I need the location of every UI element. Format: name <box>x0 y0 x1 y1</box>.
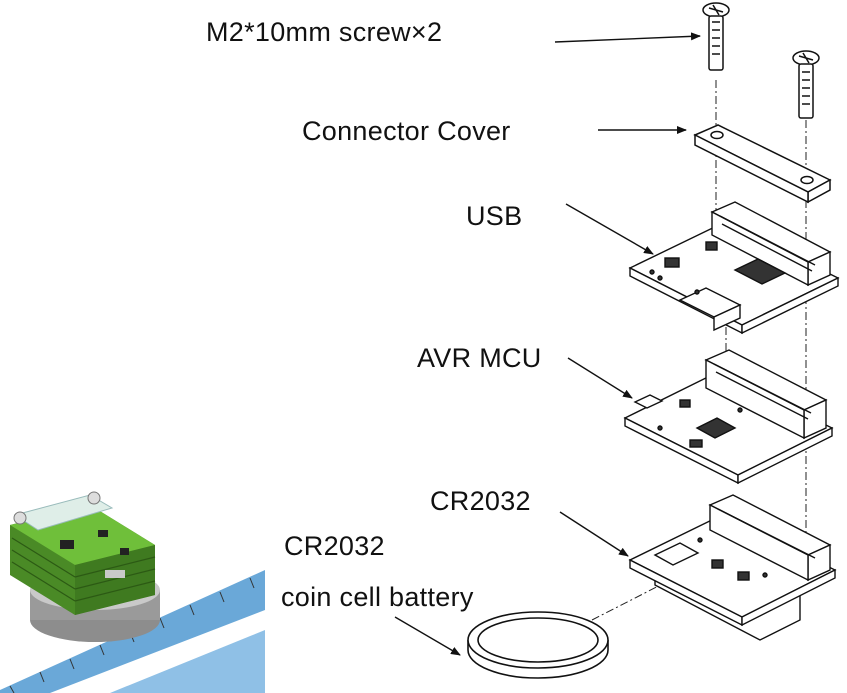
label-usb: USB <box>466 201 523 231</box>
arrow-battery <box>394 616 461 656</box>
avr-mcu-board <box>623 349 834 485</box>
assembled-device-photo <box>0 491 265 693</box>
coin-cell-battery <box>467 611 609 679</box>
arrow-cr2032-board <box>559 511 629 557</box>
screw-1 <box>702 2 730 71</box>
usb-board <box>628 201 840 335</box>
arrow-usb <box>565 203 654 255</box>
label-connector-cover: Connector Cover <box>302 116 511 146</box>
cr2032-board <box>628 494 837 641</box>
label-avr-mcu: AVR MCU <box>417 343 542 373</box>
label-battery-description: coin cell battery <box>281 582 474 612</box>
leader-arrows <box>394 32 701 656</box>
label-cr2032-board: CR2032 <box>430 486 531 516</box>
label-battery-model: CR2032 <box>284 531 385 561</box>
arrow-avr-mcu <box>567 357 633 399</box>
label-screw: M2*10mm screw×2 <box>206 17 443 47</box>
screw-2 <box>792 50 820 119</box>
connector-cover <box>693 124 832 204</box>
arrow-screw <box>554 32 701 43</box>
